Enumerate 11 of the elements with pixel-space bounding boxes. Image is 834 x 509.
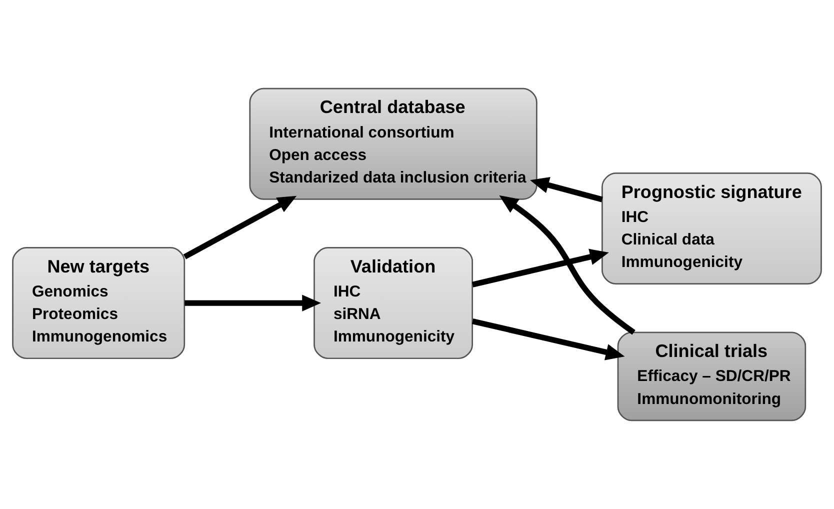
node-box: New targets Genomics Proteomics Immunogenomics	[12, 247, 186, 360]
arrow	[183, 196, 297, 260]
arrow	[530, 177, 603, 202]
arrow	[472, 248, 609, 288]
arrow	[472, 318, 625, 360]
node-box: Clinical trials Efficacy – SD/CR/PR Immunomonitoring	[617, 332, 806, 422]
node-box: Prognostic signature IHC Clinical data Immunogenicity	[602, 172, 822, 285]
arrow	[499, 195, 636, 335]
node-box: Validation IHC siRNA Immunogenicity	[314, 247, 473, 360]
arrow	[184, 294, 322, 312]
node-box: Central database International consortium Open access Standarized data inclusion criteria	[249, 88, 538, 200]
